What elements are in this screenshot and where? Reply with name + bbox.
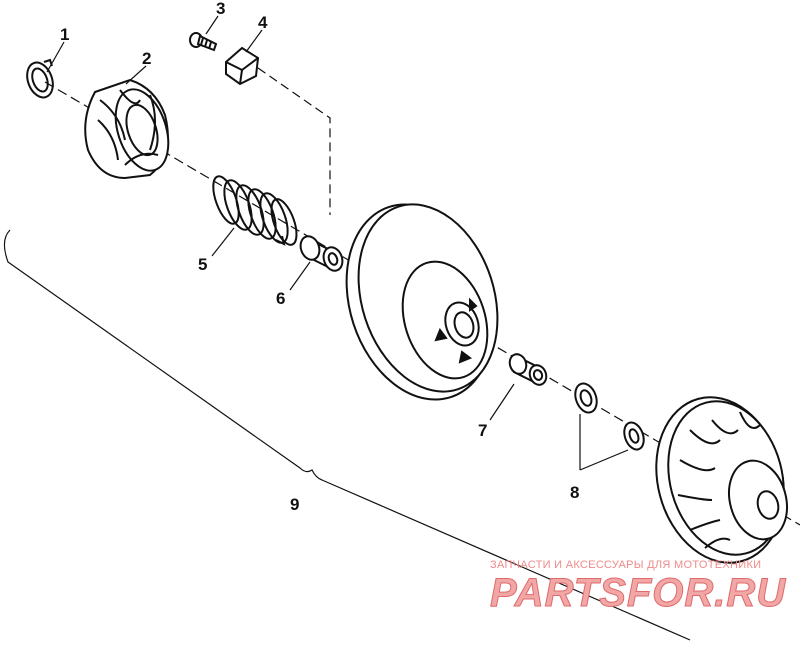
watermark-tagline: ЗАПЧАСТИ И АКСЕССУАРЫ ДЛЯ МОТОТЕХНИКИ xyxy=(490,559,761,571)
callout-9: 9 xyxy=(290,495,299,514)
part-3-screw xyxy=(189,32,218,52)
callout-3: 3 xyxy=(216,0,225,18)
part-4-leader xyxy=(257,67,331,215)
part-7-bushing xyxy=(508,353,548,386)
movable-sheave xyxy=(345,203,499,401)
callout-7: 7 xyxy=(478,421,487,440)
part-4-slider-shoe xyxy=(225,46,260,86)
callout-4: 4 xyxy=(258,13,268,32)
part-6-bushing xyxy=(299,235,344,272)
callout-8: 8 xyxy=(570,483,579,502)
callout-1: 1 xyxy=(60,25,69,44)
callout-leaders xyxy=(46,15,629,471)
fixed-sheave xyxy=(655,396,788,564)
watermark-logo: PARTSFOR.RU xyxy=(490,571,786,615)
callout-6: 6 xyxy=(276,289,285,308)
callout-5: 5 xyxy=(198,255,207,274)
part-9-bracket xyxy=(3,229,691,641)
part-8-washers xyxy=(574,382,645,451)
part-5-spring xyxy=(212,175,298,246)
part-1-snap-ring xyxy=(26,58,54,99)
part-2-cam xyxy=(84,78,170,180)
callout-2: 2 xyxy=(142,49,151,68)
